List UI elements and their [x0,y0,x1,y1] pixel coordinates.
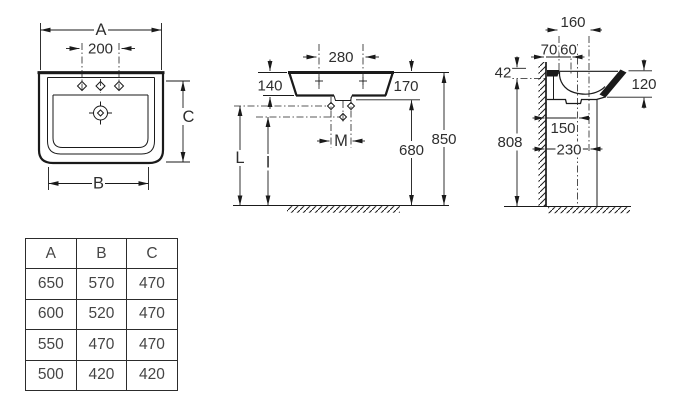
table-cell: 470 [75,329,128,361]
drain-center-marker [338,112,348,122]
dim-200 [66,43,135,93]
dim-280 [303,44,379,89]
dim-label-120: 120 [631,76,656,93]
table-cell: 470 [126,298,178,331]
dim-label-60: 60 [560,41,577,58]
dim-label-c: C [183,108,195,126]
dim-42-808 [509,56,526,206]
dim-label-200: 200 [88,40,113,57]
table-cell: 520 [75,298,128,331]
wall-hatch [538,62,546,207]
floor-hatch [287,206,400,213]
sink-right-side [384,73,394,96]
table-cell: 500 [25,359,77,391]
dim-label-170: 170 [393,78,418,95]
drain-icon [89,101,112,125]
table-cell: 650 [25,268,77,300]
dim-label-230: 230 [556,142,581,159]
side-view: 280 140 170 M 680 850 L I [233,44,459,213]
table-header-row: A B C [25,237,178,270]
table-cell: 420 [126,359,178,391]
dim-120 [607,59,652,109]
table-row: 600 520 470 [25,298,178,331]
dim-label-280: 280 [328,49,353,66]
basin-bowl-line [52,94,149,148]
dim-label-42: 42 [495,65,512,82]
front-view: A 200 C B [37,19,197,195]
table-header-c: C [126,237,178,270]
dim-140 [258,59,294,109]
dim-label-b: B [93,175,104,193]
table-cell: 600 [25,298,77,331]
fixing-cross-marks [315,77,367,85]
table-cell: 420 [75,359,128,391]
dim-label-808: 808 [497,134,522,151]
dim-label-680: 680 [399,142,424,159]
dim-label-a: A [95,21,106,39]
table-row: 650 570 470 [25,268,178,300]
table-cell: 570 [75,268,128,300]
basin-outline [37,71,165,165]
table-header-a: A [25,237,77,270]
section-reference-lines [507,36,598,207]
dim-label-70: 70 [541,41,558,58]
front-rim-section [599,69,627,98]
table-cell: 470 [126,329,178,361]
dim-label-m: M [334,132,348,150]
dim-label-160: 160 [560,14,585,31]
table-cell: 550 [25,329,77,361]
table-row: 550 470 470 [25,329,178,361]
fixing-hole-marker [326,101,336,111]
dimension-table: A B C 650 570 470 600 520 470 550 470 47… [25,237,178,391]
dim-label-140: 140 [257,78,282,95]
dim-label-150: 150 [550,120,575,137]
dim-label-l: L [235,149,244,167]
basin-section-profile [547,69,627,105]
drain-notch [333,95,353,101]
floor-hatch [548,207,630,214]
table-cell: 470 [126,268,178,300]
back-rim-section [547,70,560,77]
table-header-b: B [75,237,128,270]
section-view: 160 70 60 42 120 808 150 230 [493,12,659,214]
basin-inner-rim [47,77,155,155]
dim-label-i: I [266,154,271,172]
sink-left-side [288,73,298,96]
table-row: 500 420 420 [25,359,178,391]
dim-label-850: 850 [431,131,456,148]
fixing-hole-marker [346,101,356,111]
